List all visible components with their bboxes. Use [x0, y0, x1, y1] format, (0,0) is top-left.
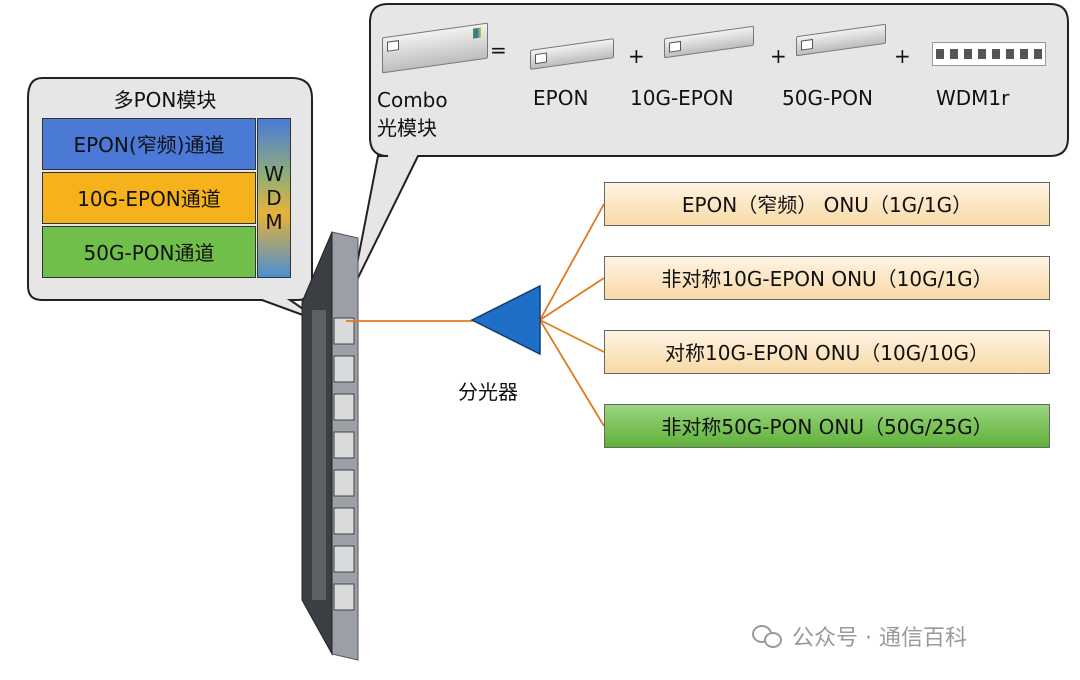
- olt-port: [333, 469, 355, 497]
- watermark-text: 公众号 · 通信百科: [792, 626, 967, 651]
- splitter-icon: [470, 284, 541, 356]
- onu-epon: EPON（窄频） ONU（1G/1G）: [604, 182, 1050, 226]
- onu-sym-10g-epon: 对称10G-EPON ONU（10G/10G）: [604, 330, 1050, 374]
- wdm-letter-w: W: [264, 162, 284, 186]
- combo-part-epon: EPON: [533, 86, 589, 110]
- channel-10g-epon: 10G-EPON通道: [42, 172, 256, 224]
- plus-sign-3: +: [894, 44, 911, 68]
- combo-part-wdm1r: WDM1r: [936, 86, 1010, 110]
- fiber-line: [539, 319, 605, 427]
- channel-epon: EPON(窄频)通道: [42, 118, 256, 170]
- combo-callout: [351, 3, 1069, 291]
- wechat-icon: [752, 623, 782, 649]
- olt-port: [333, 317, 355, 345]
- channel-50g-pon: 50G-PON通道: [42, 226, 256, 278]
- fiber-line: [539, 203, 605, 321]
- olt-port: [333, 507, 355, 535]
- olt-port: [333, 583, 355, 611]
- fiber-lines: [346, 203, 605, 427]
- olt-port: [333, 545, 355, 573]
- onu-asym-50g-pon: 非对称50G-PON ONU（50G/25G）: [604, 404, 1050, 448]
- combo-label-line1: Combo: [377, 88, 448, 112]
- combo-label: Combo 光模块: [377, 86, 448, 142]
- wdm1r-module-image: [932, 42, 1046, 66]
- olt-line-card: [301, 231, 359, 661]
- olt-port: [333, 393, 355, 421]
- plus-sign-2: +: [770, 44, 787, 68]
- combo-part-10g-epon: 10G-EPON: [630, 86, 734, 110]
- fiber-line: [539, 319, 605, 353]
- wdm-bar: W D M: [257, 118, 291, 278]
- watermark: 公众号 · 通信百科: [752, 620, 967, 652]
- onu-asym-10g-epon: 非对称10G-EPON ONU（10G/1G）: [604, 256, 1050, 300]
- wdm-letter-m: M: [265, 210, 283, 234]
- olt-port: [333, 431, 355, 459]
- olt-port: [333, 355, 355, 383]
- splitter-label: 分光器: [458, 380, 518, 404]
- multi-pon-title: 多PON模块: [113, 88, 217, 112]
- equals-sign: =: [490, 38, 507, 62]
- combo-label-line2: 光模块: [377, 116, 437, 140]
- combo-part-50g-pon: 50G-PON: [782, 86, 873, 110]
- fiber-line: [539, 277, 605, 321]
- plus-sign-1: +: [628, 44, 645, 68]
- wdm-letter-d: D: [266, 186, 282, 210]
